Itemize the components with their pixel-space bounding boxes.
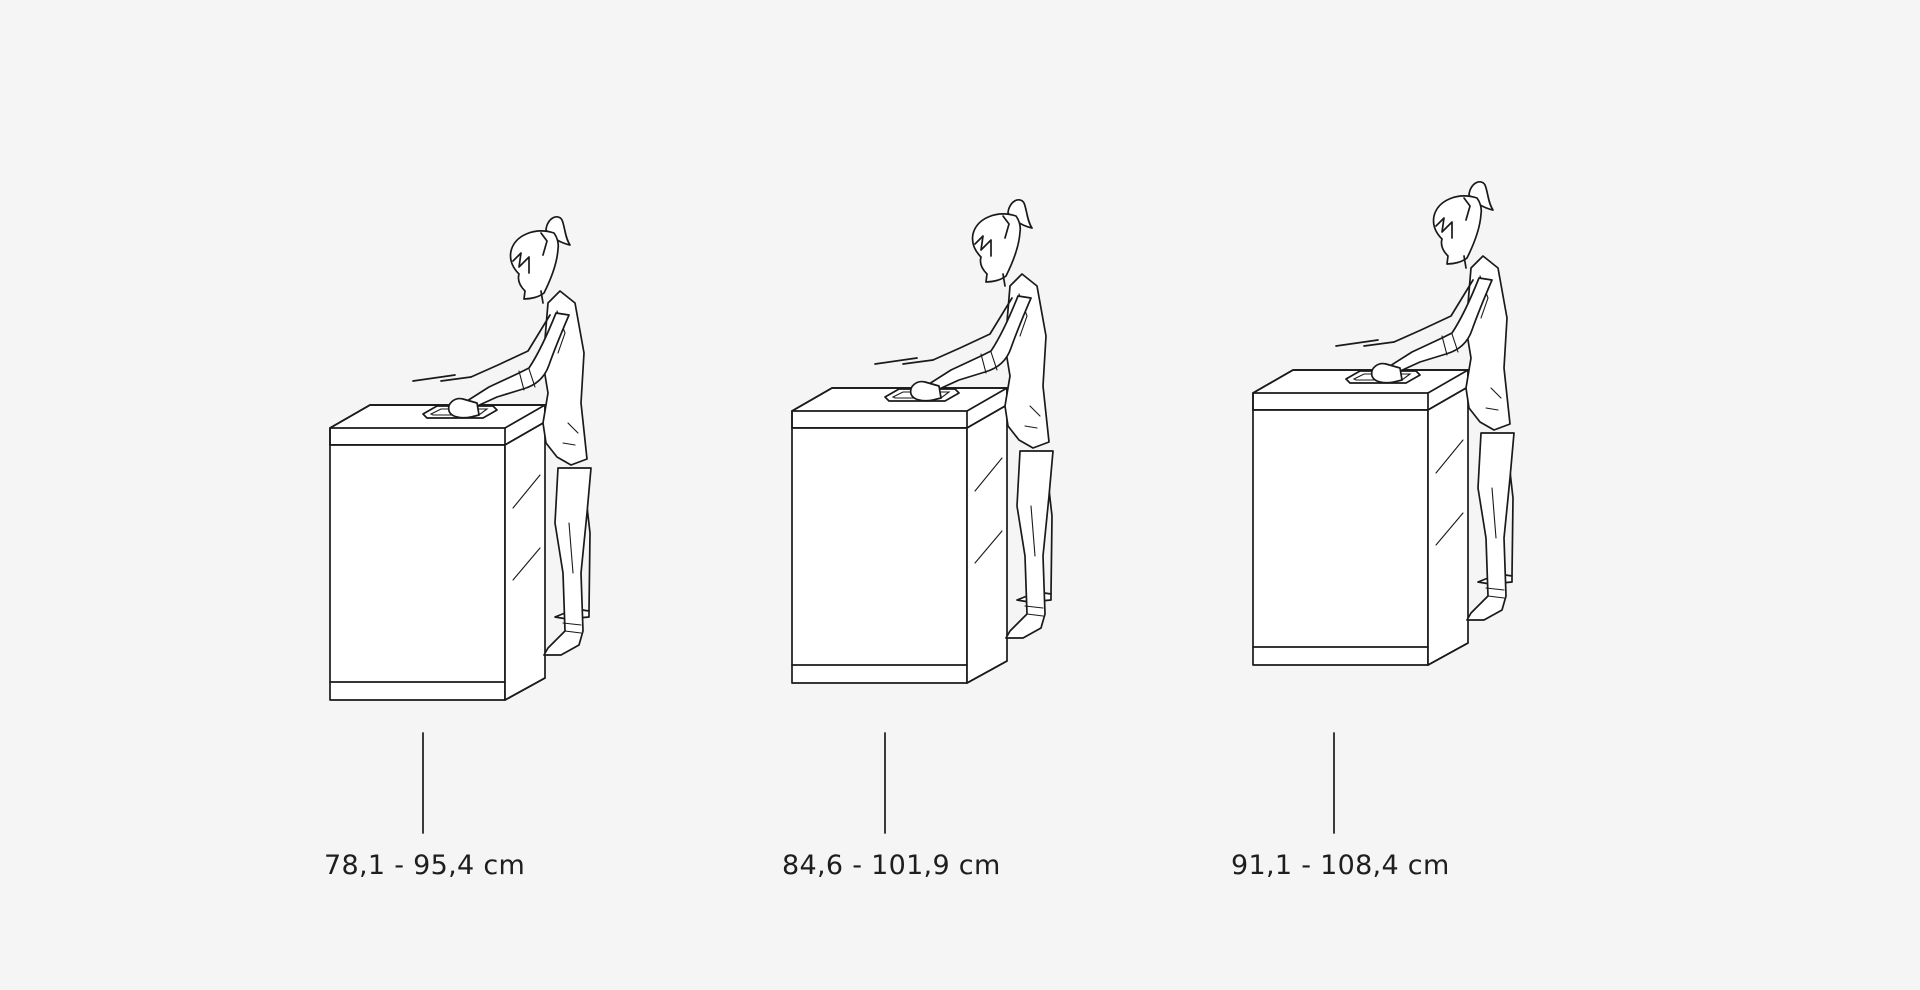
figure-1-illustration: [329, 215, 592, 701]
figure-1-height-label: 78,1 - 95,4 cm: [324, 850, 526, 881]
figure-3-illustration: [1252, 180, 1515, 666]
figure-2-height-label: 84,6 - 101,9 cm: [782, 850, 1001, 881]
figure-3-height-label: 91,1 - 108,4 cm: [1231, 850, 1450, 881]
figure-2-illustration: [791, 198, 1054, 684]
